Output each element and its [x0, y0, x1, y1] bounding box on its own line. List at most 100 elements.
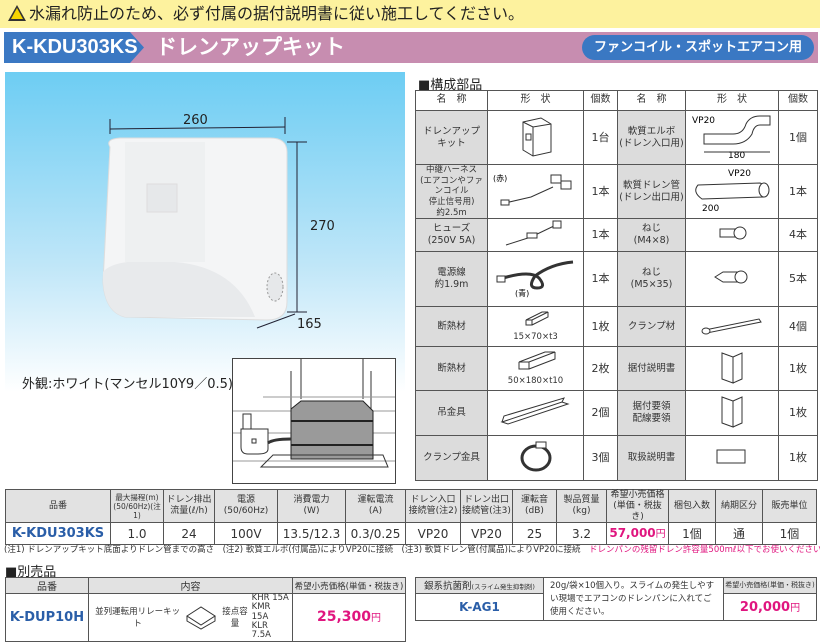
drain-up-kit-image: 260 270 165: [102, 113, 335, 332]
part-name: ねじ (M5×35): [617, 251, 686, 307]
table-row: ヒューズ (250V 5A) 1本 ねじ (M4×8) 4本: [415, 218, 818, 252]
spec-header: 希望小売価格 (単価・税抜き): [606, 488, 669, 524]
option-model: K-AG1: [415, 592, 544, 622]
category-badge: ファンコイル・スポットエアコン用: [581, 35, 814, 60]
part-name: 断熱材: [415, 346, 488, 391]
part-qty: 1枚: [583, 306, 618, 347]
option-header: 希望小売価格(単価・税抜き): [723, 577, 817, 594]
part-qty: 2個: [583, 390, 618, 436]
table-row: クランプ金具 3個 取扱説明書 1枚: [415, 435, 818, 481]
clamp-band-illustration: [685, 306, 779, 347]
option-header-main: 銀系抗菌剤: [424, 581, 472, 593]
option-header: 内容: [88, 577, 293, 594]
price-currency: 円: [371, 613, 382, 625]
shape-dimension: 180: [728, 151, 745, 160]
part-name: 中継ハーネス (エアコンやファンコイル 停止信号用) 約2.5m: [415, 163, 488, 220]
part-name: ねじ (M4×8): [617, 218, 686, 252]
spec-header: ドレン出口 接続管(注3): [460, 488, 513, 524]
insulation-large-illustration: 50×180×t10: [487, 346, 584, 391]
spec-current: 0.3/0.25: [345, 522, 406, 546]
warning-triangle-icon: [8, 5, 26, 21]
header-shape: 形 状: [487, 90, 584, 111]
shape-dimension: 200: [702, 204, 719, 213]
shape-label: 50×180×t10: [507, 376, 564, 387]
specs-header-row: 品番最大揚程(m) (50/60Hz)(注1)ドレン排出 流量(ℓ/h)電源 (…: [5, 488, 817, 524]
insulation-small-illustration: 15×70×t3: [487, 306, 584, 347]
spec-power: 100V: [214, 522, 278, 546]
option-header: 銀系抗菌剤(スライム発生抑制剤): [415, 577, 544, 594]
part-name: 軟質ドレン管 (ドレン出口用): [617, 163, 686, 220]
spec-inlet: VP20: [405, 522, 461, 546]
fuse-illustration: [487, 218, 584, 252]
price-currency: 円: [655, 529, 666, 541]
shape-label: VP20: [692, 116, 715, 126]
part-qty: 1枚: [778, 435, 818, 481]
footnote-text: (注1) ドレンアップキット底面よりドレン管までの高さ (注2) 軟質エルボ(付…: [4, 545, 589, 555]
shape-label: 15×70×t3: [513, 332, 558, 343]
spec-unit: 1個: [762, 522, 817, 546]
spec-pack: 1個: [668, 522, 716, 546]
shape-label: (赤): [493, 174, 507, 183]
footnotes: (注1) ドレンアップキット底面よりドレン管までの高さ (注2) 軟質エルボ(付…: [4, 543, 820, 555]
price-currency: 円: [790, 603, 801, 615]
option-header: 希望小売価格(単価・税抜き): [292, 577, 406, 594]
shape-label: (青): [515, 288, 529, 298]
option-desc: 並列運転用リレーキット: [95, 607, 181, 630]
relay-kit-illustration: [186, 606, 217, 630]
header-band: K-KDU303KS ドレンアップキット ファンコイル・スポットエアコン用: [4, 32, 818, 63]
warning-banner: 水漏れ防止のため、必ず付属の据付説明書に従い施工してください。: [0, 0, 820, 28]
price-value: 25,300: [316, 609, 372, 626]
harness-illustration: (赤): [487, 163, 584, 220]
spec-noise: 25: [512, 522, 557, 546]
part-qty: 5本: [778, 251, 818, 307]
spec-header: 消費電力 (W): [277, 488, 346, 524]
table-row: 断熱材 15×70×t3 1枚 クランプ材 4個: [415, 306, 818, 347]
part-name: クランプ金具: [415, 435, 488, 481]
spec-consumption: 13.5/12.3: [277, 522, 346, 546]
header-qty: 個数: [583, 90, 618, 111]
table-row: 中継ハーネス (エアコンやファンコイル 停止信号用) 約2.5m (赤) 1本 …: [415, 163, 818, 220]
hose-clamp-illustration: [487, 435, 584, 481]
part-name: クランプ材: [617, 306, 686, 347]
appearance-caption: 外観:ホワイト(マンセル10Y9／0.5): [22, 377, 233, 392]
option-header-sub: (スライム発生抑制剤): [471, 583, 535, 592]
price-value: 20,000: [739, 600, 791, 616]
table-row: 断熱材 50×180×t10 2枚 据付説明書 1枚: [415, 346, 818, 391]
part-qty: 1本: [583, 251, 618, 307]
part-name: 断熱材: [415, 306, 488, 347]
parts-table: 名 称形 状個数 名 称形 状個数 ドレンアップ キット 1台 軟質エルボ (ド…: [415, 90, 818, 481]
option-table-relay: 品番内容希望小売価格(単価・税抜き) K-DUP10H 並列運転用リレーキット …: [5, 577, 406, 642]
part-qty: 1本: [583, 163, 618, 220]
contact-value: KLR 7.5A: [251, 621, 271, 641]
spec-header: 製品質量 (kg): [556, 488, 607, 524]
spec-header: 梱包入数: [668, 488, 716, 524]
part-qty: 4本: [778, 218, 818, 252]
contact-label: 接点容量: [222, 607, 248, 630]
model-number: K-KDU303KS: [4, 32, 144, 63]
part-qty: 1本: [778, 163, 818, 220]
spec-header: 品番: [5, 488, 111, 524]
specs-data-row: K-KDU303KS 1.0 24 100V 13.5/12.3 0.3/0.2…: [5, 522, 817, 546]
option-table-antibacterial: 銀系抗菌剤(スライム発生抑制剤) 20g/袋×10個入り。スライムの発生しやすい…: [415, 576, 817, 622]
spec-lift: 1.0: [110, 522, 164, 546]
warning-text: 水漏れ防止のため、必ず付属の据付説明書に従い施工してください。: [29, 4, 525, 23]
part-qty: 4個: [778, 306, 818, 347]
option-model: K-DUP10H: [5, 593, 89, 642]
part-name: ドレンアップ キット: [415, 110, 488, 165]
part-name: ヒューズ (250V 5A): [415, 218, 488, 252]
elbow-illustration: VP20 180: [685, 110, 779, 165]
options-section-title: ■別売品: [5, 565, 57, 580]
price-value: 57,000: [609, 526, 656, 541]
spec-header: 運転音 (dB): [512, 488, 557, 524]
footnote-warning: ドレンパンの残留ドレン許容量500mℓ以下でお使いください。: [589, 545, 820, 555]
part-qty: 1本: [583, 218, 618, 252]
contact-value: KHR 15A: [251, 593, 289, 603]
specs-table: 品番最大揚程(m) (50/60Hz)(注1)ドレン排出 流量(ℓ/h)電源 (…: [5, 488, 817, 546]
spec-header: 運転電流 (A): [345, 488, 406, 524]
spec-model: K-KDU303KS: [5, 522, 111, 546]
option-header: 品番: [5, 577, 89, 594]
spec-header: 販売単位: [762, 488, 817, 524]
part-qty: 1枚: [778, 346, 818, 391]
